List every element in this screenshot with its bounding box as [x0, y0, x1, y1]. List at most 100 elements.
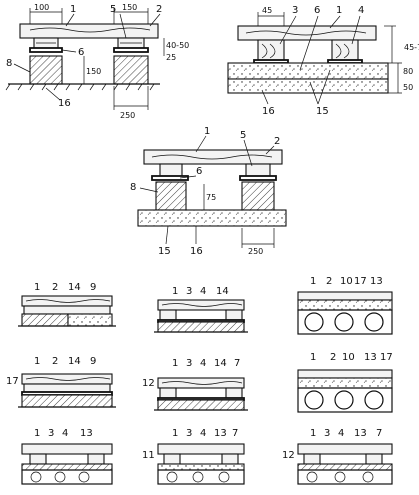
fig-c-label-16: 16	[190, 246, 203, 257]
section-2-drawing	[154, 299, 248, 333]
fig-c-post-right	[241, 181, 275, 211]
section-3-label-a: 1	[310, 276, 316, 287]
fig-b-floorboard	[237, 25, 377, 41]
fig-c-lag-left	[159, 163, 183, 177]
section-4-side-label: 17	[6, 376, 19, 387]
fig-a-dim-40-50: 40-50	[166, 41, 189, 50]
section-6-label-d: 13	[364, 352, 377, 363]
section-3-label-e: 13	[370, 276, 383, 287]
section-8-label-b: 3	[186, 428, 192, 439]
section-2-label-a: 1	[172, 286, 178, 297]
section-9-label-e: 7	[376, 428, 382, 439]
section-4-label-d: 9	[90, 356, 96, 367]
section-1-label-c: 14	[68, 282, 81, 293]
section-5-label-b: 3	[186, 358, 192, 369]
figure-b-drawing	[227, 12, 402, 105]
fig-b-dim-45: 45	[262, 6, 272, 15]
fig-c-label-6: 6	[196, 166, 202, 177]
section-6-label-b: 2	[330, 352, 336, 363]
section-5-side-label: 12	[142, 378, 155, 389]
section-2-label-b: 3	[186, 286, 192, 297]
section-5-label-c: 4	[200, 358, 206, 369]
section-6-label-c: 10	[342, 352, 355, 363]
fig-a-shim-left	[29, 47, 63, 53]
fig-a-dim-25: 25	[166, 53, 176, 62]
section-8-side-label: 11	[142, 450, 155, 461]
fig-b-dim-45-70: 45-70	[404, 43, 419, 52]
section-3-label-c: 10	[340, 276, 353, 287]
figure-c-drawing	[137, 135, 287, 248]
fig-c-slab	[137, 209, 287, 227]
fig-c-label-5: 5	[240, 130, 246, 141]
section-1-label-a: 1	[34, 282, 40, 293]
fig-a-dim-100: 100	[34, 3, 49, 12]
fig-a-label-16: 16	[58, 98, 71, 109]
fig-a-post-right	[113, 55, 149, 85]
fig-b-dim-80: 80	[403, 67, 413, 76]
section-8-drawing	[157, 443, 245, 485]
section-9-label-b: 3	[324, 428, 330, 439]
fig-a-dim-150-post: 150	[86, 67, 101, 76]
fig-c-label-8: 8	[130, 182, 136, 193]
fig-a-label-1: 1	[70, 4, 76, 15]
fig-c-label-2: 2	[274, 136, 280, 147]
fig-a-post-left	[29, 55, 63, 85]
section-8-label-a: 1	[172, 428, 178, 439]
section-7-drawing	[21, 443, 113, 485]
fig-a-label-5: 5	[110, 4, 116, 15]
section-7-label-a: 1	[34, 428, 40, 439]
section-6-label-a: 1	[310, 352, 316, 363]
section-4-label-b: 2	[52, 356, 58, 367]
fig-b-dim-50: 50	[403, 83, 413, 92]
fig-c-post-left	[155, 181, 187, 211]
fig-b-base	[227, 78, 389, 94]
fig-b-label-6: 6	[314, 5, 320, 16]
section-9-label-d: 13	[354, 428, 367, 439]
fig-a-dim-250: 250	[120, 111, 135, 120]
fig-c-label-1: 1	[204, 126, 210, 137]
section-4-drawing	[18, 373, 116, 408]
fig-c-shim-left	[151, 175, 189, 181]
fig-b-label-15: 15	[316, 106, 329, 117]
section-5-drawing	[154, 377, 248, 411]
section-9-side-label: 12	[282, 450, 295, 461]
section-3-label-d: 17	[354, 276, 367, 287]
fig-a-floorboard	[19, 23, 159, 39]
section-8-label-e: 7	[232, 428, 238, 439]
section-8-label-c: 4	[200, 428, 206, 439]
fig-b-screed	[227, 62, 389, 80]
fig-a-label-6: 6	[78, 47, 84, 58]
section-4-label-c: 14	[68, 356, 81, 367]
fig-b-label-16: 16	[262, 106, 275, 117]
fig-b-label-4: 4	[358, 5, 364, 16]
section-6-label-e: 17	[380, 352, 393, 363]
section-2-label-c: 4	[200, 286, 206, 297]
fig-a-dim-150: 150	[122, 3, 137, 12]
section-9-label-c: 4	[338, 428, 344, 439]
section-5-label-e: 7	[234, 358, 240, 369]
section-3-drawing	[297, 291, 393, 335]
fig-c-lag-right	[245, 163, 271, 177]
section-9-label-a: 1	[310, 428, 316, 439]
section-6-drawing	[297, 369, 393, 413]
section-1-label-d: 9	[90, 282, 96, 293]
fig-c-dim-75: 75	[206, 193, 216, 202]
section-5-label-a: 1	[172, 358, 178, 369]
fig-a-label-8: 8	[6, 58, 12, 69]
fig-c-label-15: 15	[158, 246, 171, 257]
fig-c-floorboard	[143, 149, 283, 165]
section-1-drawing	[18, 295, 116, 327]
fig-b-label-3: 3	[292, 5, 298, 16]
fig-c-dim-250: 250	[248, 247, 263, 256]
section-9-drawing	[297, 443, 393, 485]
fig-a-shim-right	[113, 47, 149, 53]
section-2-label-d: 14	[216, 286, 229, 297]
fig-c-shim-right	[239, 175, 277, 181]
figure-a-drawing	[5, 8, 165, 110]
section-3-label-b: 2	[326, 276, 332, 287]
section-4-label-a: 1	[34, 356, 40, 367]
section-7-label-b: 3	[48, 428, 54, 439]
section-7-label-c: 4	[62, 428, 68, 439]
